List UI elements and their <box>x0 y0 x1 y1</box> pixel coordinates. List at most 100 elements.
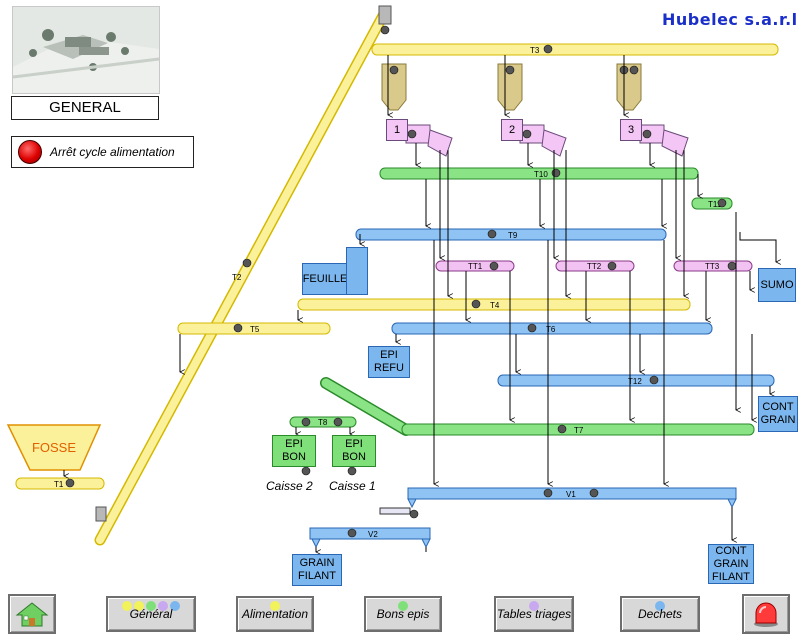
stop-feed-cycle-button[interactable]: Arrêt cycle alimentation <box>11 136 194 168</box>
hopper-3 <box>616 63 642 111</box>
tt2-motor-icon[interactable] <box>607 261 617 271</box>
view-title: GENERAL <box>11 96 159 120</box>
t6-motor-icon[interactable] <box>527 323 537 333</box>
v1-label: V1 <box>566 490 576 499</box>
t2-label: T2 <box>232 273 242 282</box>
tank-epi-bon-1[interactable]: EPI BON <box>272 435 316 467</box>
t2-tail-pulley <box>95 506 107 522</box>
pneumatic-cylinder[interactable] <box>379 507 411 515</box>
sorter-2 <box>519 124 567 157</box>
t5-motor-icon[interactable] <box>233 323 243 333</box>
cylinder-motor-icon[interactable] <box>409 509 419 519</box>
nav-dechets-label: Dechets <box>637 607 683 621</box>
t9-label: T9 <box>508 231 518 240</box>
tt1-motor-icon[interactable] <box>489 261 499 271</box>
conveyor-v1[interactable] <box>407 487 737 500</box>
tank-sumo[interactable]: SUMO <box>758 268 796 302</box>
tank-feuille[interactable]: FEUILLE <box>302 263 348 295</box>
conveyor-t6[interactable] <box>391 322 713 335</box>
conveyor-t5[interactable] <box>177 322 331 335</box>
t12-motor-icon[interactable] <box>649 375 659 385</box>
conveyor-t1[interactable] <box>15 477 105 490</box>
chute-1[interactable]: 1 <box>386 119 408 141</box>
v2-label: V2 <box>368 530 378 539</box>
v2-motor-icon[interactable] <box>347 528 357 538</box>
home-button[interactable] <box>8 594 56 634</box>
t12-label: T12 <box>628 377 642 386</box>
chute-2[interactable]: 2 <box>501 119 523 141</box>
conveyor-t2[interactable] <box>96 8 389 544</box>
t10-label: T10 <box>534 170 548 179</box>
t1-motor-icon[interactable] <box>65 478 75 488</box>
nav-general-dots <box>108 601 194 611</box>
conveyor-t10[interactable] <box>379 167 699 180</box>
t2-motor-icon[interactable] <box>242 258 252 268</box>
tank-feuille-side <box>346 247 368 295</box>
chute-3[interactable]: 3 <box>620 119 642 141</box>
t10-motor-icon[interactable] <box>551 168 561 178</box>
site-aerial-image <box>13 7 159 93</box>
hopper-2 <box>497 63 523 111</box>
alarm-button[interactable] <box>742 594 790 634</box>
sorter-3 <box>639 124 689 157</box>
conveyor-t12[interactable] <box>497 374 775 387</box>
nav-general-button[interactable]: Général <box>106 596 196 632</box>
nav-bons-epis-button[interactable]: Bons epis <box>364 596 442 632</box>
tt3-label: TT3 <box>705 262 720 271</box>
conveyor-t9[interactable] <box>355 228 667 241</box>
flow-arrows <box>64 55 776 552</box>
t9-motor-icon[interactable] <box>487 229 497 239</box>
nav-tables-triages-label: Tables triages <box>496 607 572 621</box>
brand-logo: Hubelec s.a.r.l <box>662 10 798 29</box>
conveyor-t7-incline[interactable] <box>321 378 411 435</box>
tank-epi-bon-2[interactable]: EPI BON <box>332 435 376 467</box>
v1-motor-b-icon[interactable] <box>589 488 599 498</box>
site-overview-thumbnail[interactable] <box>12 6 160 94</box>
caisse-2-sensor-icon[interactable] <box>301 466 311 476</box>
nav-general-label: Général <box>129 607 173 621</box>
v1-motor-a-icon[interactable] <box>543 488 553 498</box>
tt2-label: TT2 <box>587 262 602 271</box>
t7-motor-icon[interactable] <box>557 424 567 434</box>
conveyor-v2[interactable] <box>309 527 431 540</box>
t8-motor-a-icon[interactable] <box>301 417 311 427</box>
tt1-label: TT1 <box>468 262 483 271</box>
t11-motor-icon[interactable] <box>717 198 727 208</box>
tank-epi-refu[interactable]: EPI REFU <box>368 346 410 378</box>
t4-motor-icon[interactable] <box>471 299 481 309</box>
home-icon <box>15 602 49 627</box>
hopper-2-motor-icon[interactable] <box>505 65 515 75</box>
t2-head-motor-icon[interactable] <box>380 25 390 35</box>
hopper-1 <box>381 63 407 111</box>
t3-label: T3 <box>530 46 540 55</box>
red-stop-lamp-icon <box>18 140 42 164</box>
tt3-motor-icon[interactable] <box>727 261 737 271</box>
t11-label: T11 <box>708 200 722 209</box>
t3-motor-icon[interactable] <box>543 44 553 54</box>
tank-cont-grain[interactable]: CONT GRAIN <box>758 396 798 432</box>
t6-label: T6 <box>546 325 556 334</box>
conveyor-t4[interactable] <box>297 298 691 311</box>
fosse-hopper <box>6 424 102 471</box>
nav-dechets-button[interactable]: Dechets <box>620 596 700 632</box>
conveyor-t7[interactable] <box>401 423 755 436</box>
t1-label: T1 <box>54 480 64 489</box>
caisse-1-sensor-icon[interactable] <box>347 466 357 476</box>
tank-cont-grain-filant[interactable]: CONT GRAIN FILANT <box>708 544 754 584</box>
caisse-2-label: Caisse 2 <box>266 479 313 493</box>
caisse-1-label: Caisse 1 <box>329 479 376 493</box>
nav-alimentation-button[interactable]: Alimentation <box>236 596 314 632</box>
sorter-1 <box>405 124 453 157</box>
sorter-3-motor-icon[interactable] <box>642 129 652 139</box>
t8-motor-b-icon[interactable] <box>333 417 343 427</box>
sorter-2-motor-icon[interactable] <box>522 129 532 139</box>
nav-alimentation-label: Alimentation <box>241 607 309 621</box>
conveyor-t3[interactable] <box>371 43 779 56</box>
hopper-3b-motor-icon[interactable] <box>629 65 639 75</box>
tank-grain-filant[interactable]: GRAIN FILANT <box>292 554 342 586</box>
sorter-1-motor-icon[interactable] <box>407 129 417 139</box>
stop-feed-cycle-label: Arrêt cycle alimentation <box>50 145 175 159</box>
hopper-1-motor-icon[interactable] <box>389 65 399 75</box>
nav-tables-triages-button[interactable]: Tables triages <box>494 596 574 632</box>
